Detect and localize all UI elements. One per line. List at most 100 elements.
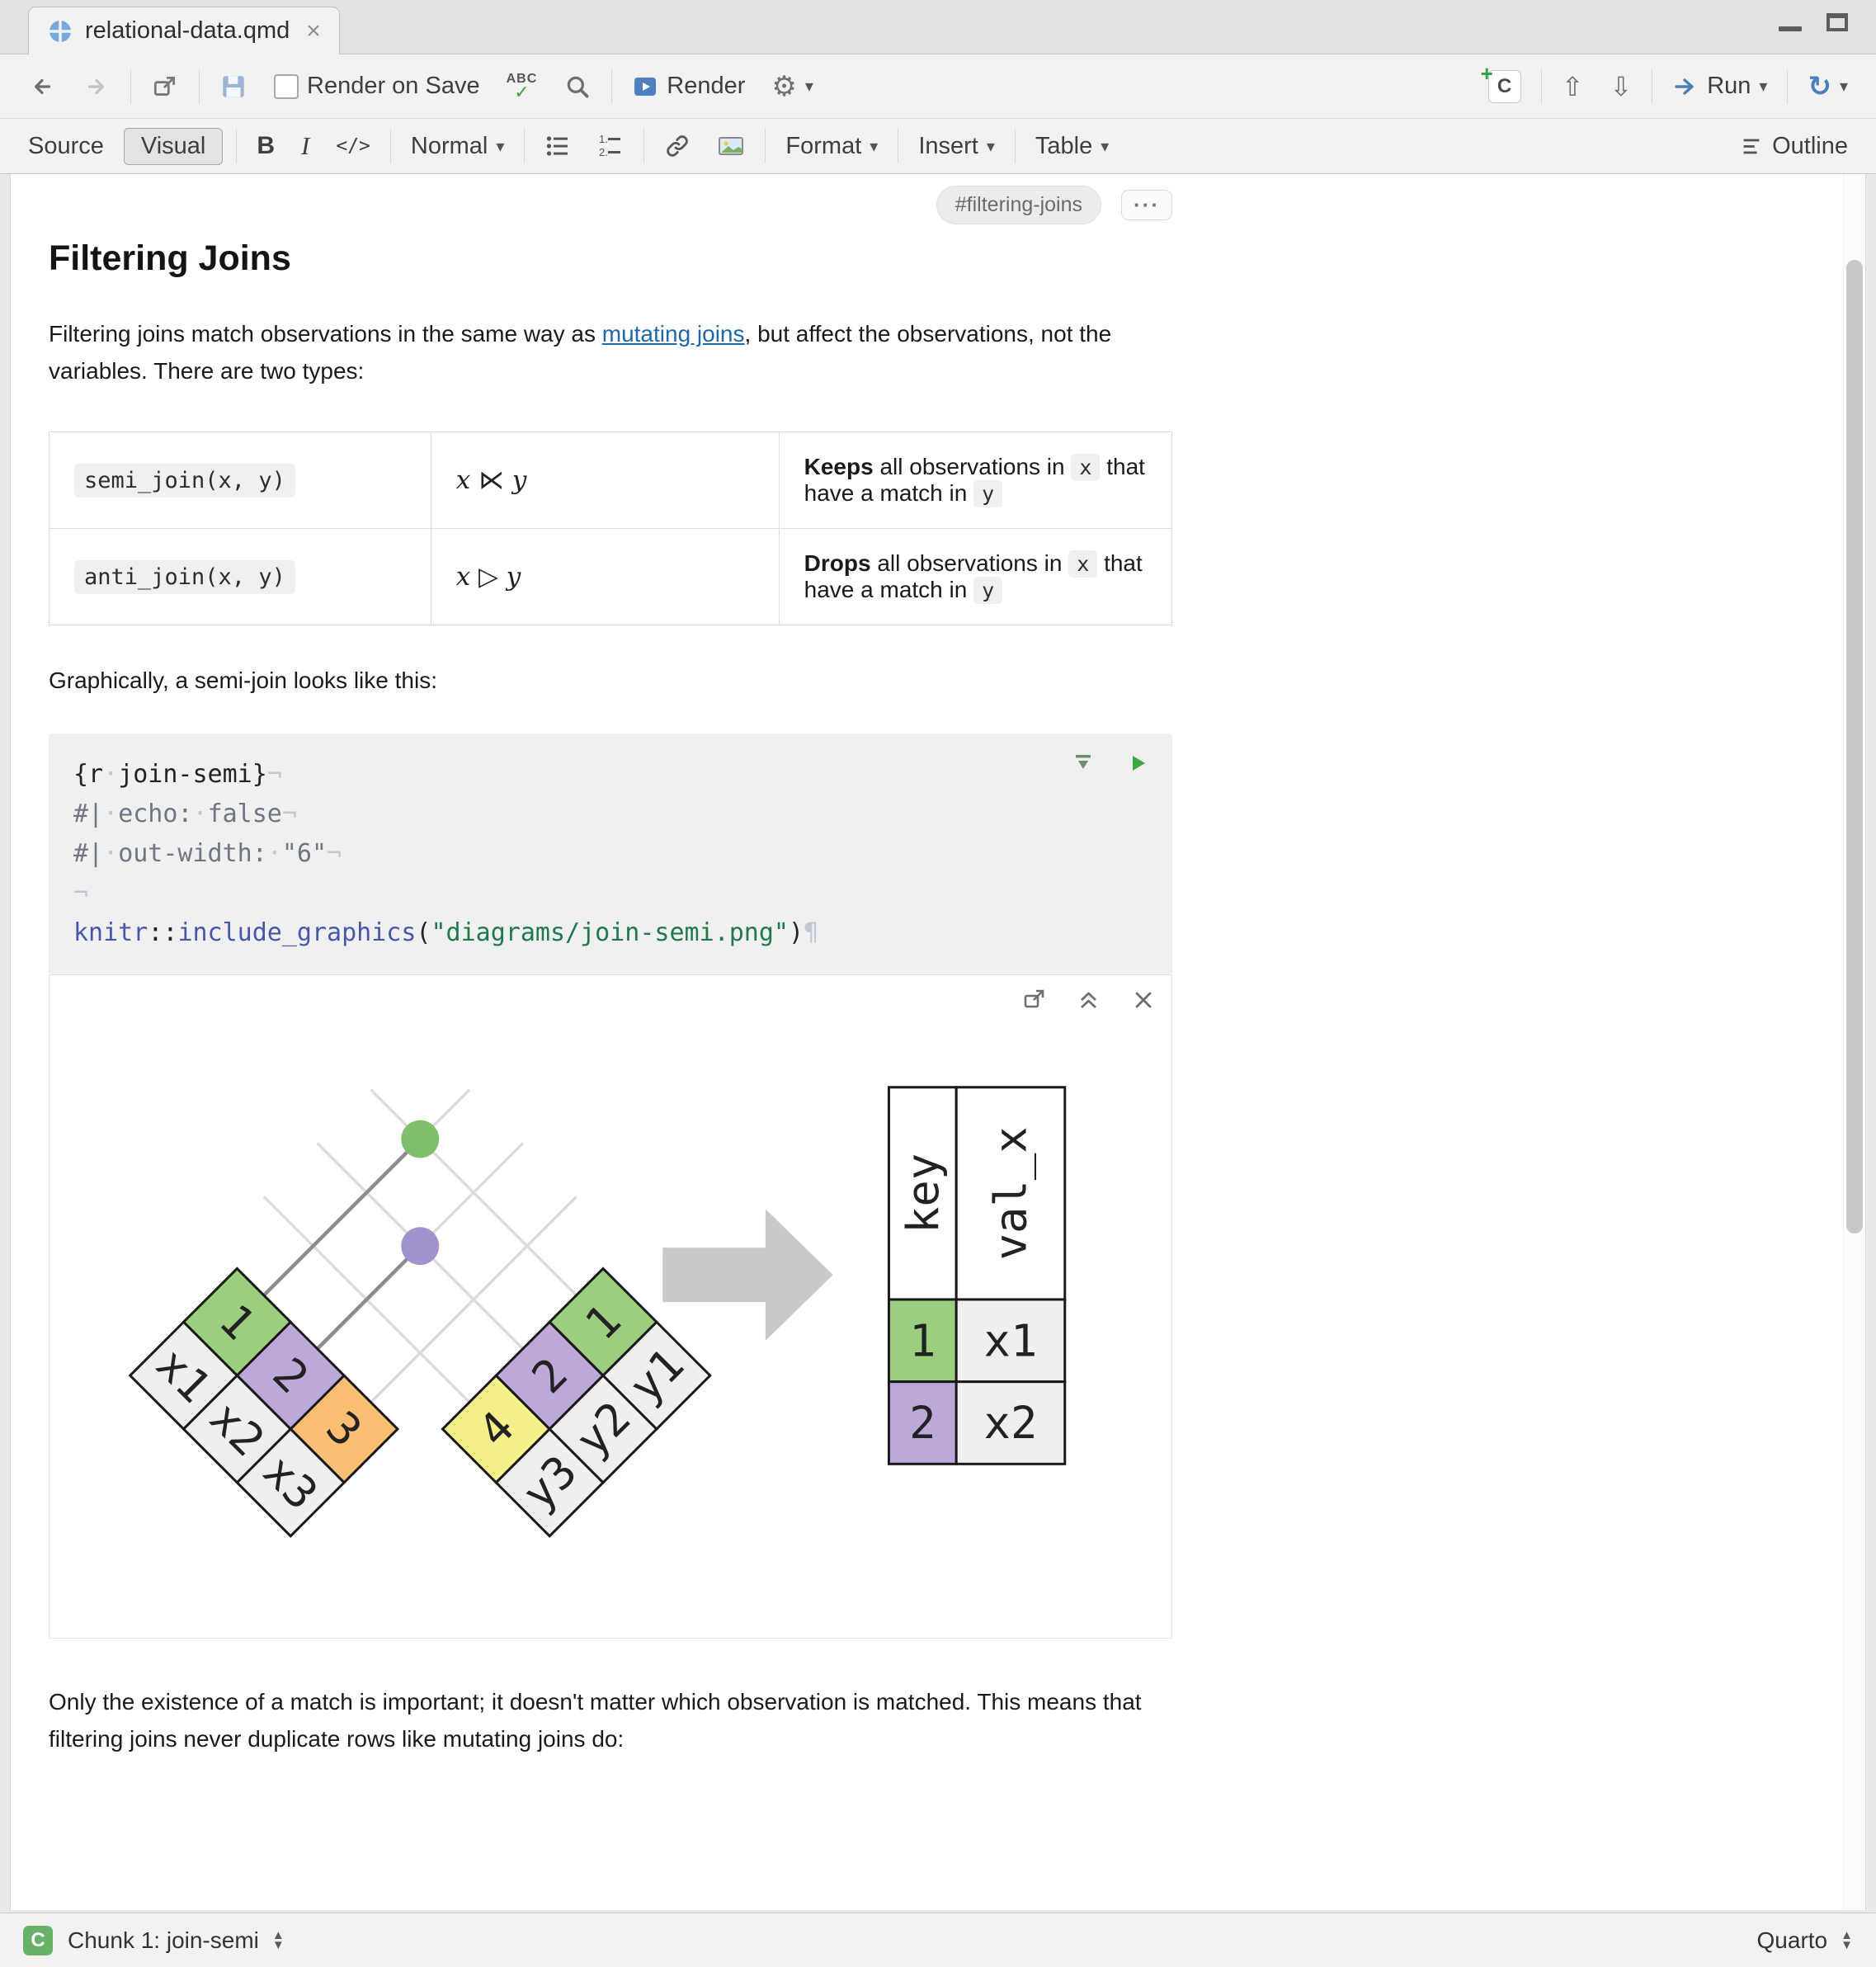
- search-icon: [568, 76, 589, 97]
- code-line: ¬: [73, 879, 89, 908]
- chevron-down-icon: ▾: [870, 137, 879, 156]
- chunk-indicator-icon: C: [23, 1925, 53, 1955]
- separator: [1787, 68, 1789, 104]
- chevron-down-icon: ▾: [1839, 78, 1848, 96]
- outline-toggle-button[interactable]: Outline: [1732, 130, 1855, 163]
- more-options-button[interactable]: ···: [1121, 190, 1172, 220]
- chevron-down-icon: ▾: [986, 137, 995, 156]
- render-button[interactable]: Render: [625, 69, 752, 103]
- render-options-button[interactable]: ⚙ ▾: [765, 67, 820, 106]
- back-arrow-icon: [34, 78, 51, 94]
- outline-label: Outline: [1772, 132, 1848, 159]
- format-stepper-icon[interactable]: ▲▼: [1841, 1927, 1853, 1952]
- insert-chunk-icon: + C: [1481, 61, 1521, 103]
- chunk-stepper-icon[interactable]: ▲▼: [271, 1927, 285, 1952]
- bullet-list-icon: [547, 136, 568, 156]
- chevron-down-icon: ▾: [1759, 78, 1768, 96]
- table-row-semi-join: semi_join(x, y) x ⋉ y Keeps all observat…: [49, 431, 1173, 529]
- arrow-down-icon: ⇩: [1610, 71, 1633, 101]
- code-chip: x: [1071, 453, 1101, 481]
- image-icon: [719, 137, 744, 155]
- popout-output-icon: [1024, 989, 1044, 1008]
- collapse-output-button[interactable]: [1076, 987, 1102, 1013]
- open-in-new-window-button[interactable]: [144, 69, 186, 104]
- visual-mode-button[interactable]: Visual: [123, 127, 224, 165]
- clear-output-button[interactable]: [1130, 987, 1157, 1013]
- find-replace-button[interactable]: [557, 69, 598, 104]
- italic-button[interactable]: I: [295, 128, 316, 164]
- separator: [130, 68, 131, 104]
- code-format-button[interactable]: </>: [329, 132, 377, 160]
- separator: [643, 129, 645, 163]
- run-icon: [1675, 78, 1694, 95]
- bullet-list-button[interactable]: [538, 130, 577, 163]
- render-on-save-checkbox[interactable]: [274, 73, 299, 99]
- code-line: knitr::include_graphics("diagrams/join-s…: [73, 918, 819, 948]
- paragraph-style-dropdown[interactable]: Normal ▾: [404, 130, 511, 163]
- back-button[interactable]: [21, 69, 63, 104]
- show-output-in-window-button[interactable]: [1021, 987, 1048, 1013]
- svg-text:key: key: [897, 1153, 949, 1234]
- bold-button[interactable]: B: [250, 129, 281, 163]
- popout-window-icon: [153, 76, 176, 96]
- chevrons-up-icon: [1081, 992, 1096, 1009]
- tab-relational-data[interactable]: relational-data.qmd ×: [28, 7, 340, 54]
- format-menu[interactable]: Format ▾: [779, 130, 884, 163]
- maximize-icon[interactable]: [1827, 13, 1848, 31]
- chunk-navigation-menu[interactable]: Chunk 1: join-semi: [68, 1927, 259, 1953]
- separator: [1014, 129, 1016, 163]
- document-format-menu[interactable]: Quarto: [1756, 1927, 1828, 1953]
- insert-image-button[interactable]: [710, 130, 752, 163]
- spellcheck-icon: ABC ✓: [506, 72, 538, 102]
- chunk-source-code[interactable]: {r·join-semi}¬#|·echo:·false¬#|·out-widt…: [73, 755, 1148, 953]
- insert-menu-label: Insert: [918, 132, 978, 159]
- svg-text:2: 2: [909, 1397, 936, 1449]
- mutating-joins-link[interactable]: mutating joins: [601, 321, 745, 347]
- next-chunk-button[interactable]: ⇩: [1603, 68, 1638, 106]
- source-document-button[interactable]: ↻ ▾: [1801, 67, 1855, 106]
- render-on-save-toggle[interactable]: Render on Save: [267, 69, 487, 103]
- insert-chunk-button[interactable]: + C: [1481, 61, 1528, 106]
- status-bar: C Chunk 1: join-semi ▲▼ Quarto ▲▼: [0, 1913, 1876, 1967]
- code-line: #|·out-width:·"6"¬: [73, 839, 342, 869]
- numbered-list-button[interactable]: 1. 2.: [591, 130, 630, 163]
- previous-chunk-button[interactable]: ⇧: [1555, 68, 1591, 106]
- italic-icon: I: [301, 131, 310, 160]
- chevron-down-icon: ▾: [804, 78, 813, 96]
- spellcheck-button[interactable]: ABC ✓: [500, 69, 544, 103]
- separator: [389, 129, 391, 163]
- svg-text:x1: x1: [984, 1314, 1038, 1366]
- run-all-chunks-above-button[interactable]: [1070, 750, 1096, 776]
- svg-text:x2: x2: [984, 1397, 1038, 1449]
- separator: [1540, 68, 1542, 104]
- editor-pane: #filtering-joins ··· Filtering Joins Fil…: [10, 174, 1866, 1910]
- forward-button[interactable]: [76, 69, 117, 104]
- minimize-icon[interactable]: [1779, 13, 1802, 31]
- source-mode-button[interactable]: Source: [21, 130, 111, 163]
- intro-paragraph: Filtering joins match observations in th…: [49, 315, 1172, 390]
- source-mode-label: Source: [28, 132, 104, 159]
- section-badge[interactable]: #filtering-joins: [936, 186, 1102, 224]
- intro-text: Filtering joins match observations in th…: [49, 321, 602, 347]
- close-tab-icon[interactable]: ×: [306, 17, 321, 45]
- chevron-down-icon: ▾: [1101, 137, 1110, 156]
- insert-link-button[interactable]: [658, 130, 697, 163]
- tab-strip: relational-data.qmd ×: [0, 0, 1876, 54]
- visual-mode-label: Visual: [140, 132, 206, 159]
- paragraph-style-label: Normal: [410, 132, 488, 159]
- quarto-file-icon: [49, 20, 71, 42]
- run-button[interactable]: Run ▾: [1666, 69, 1774, 103]
- save-button[interactable]: [213, 69, 254, 104]
- table-row-anti-join: anti_join(x, y) x ▷ y Drops all observat…: [49, 527, 1173, 625]
- scrollbar[interactable]: [1843, 174, 1865, 1910]
- separator: [236, 129, 238, 163]
- table-menu[interactable]: Table ▾: [1029, 130, 1115, 163]
- run-chunk-button[interactable]: [1124, 750, 1151, 776]
- code-chip: x: [1068, 550, 1098, 578]
- insert-menu[interactable]: Insert ▾: [912, 130, 1002, 163]
- scrollbar-thumb[interactable]: [1846, 260, 1863, 1234]
- join-types-table: semi_join(x, y) x ⋉ y Keeps all observat…: [49, 431, 1173, 625]
